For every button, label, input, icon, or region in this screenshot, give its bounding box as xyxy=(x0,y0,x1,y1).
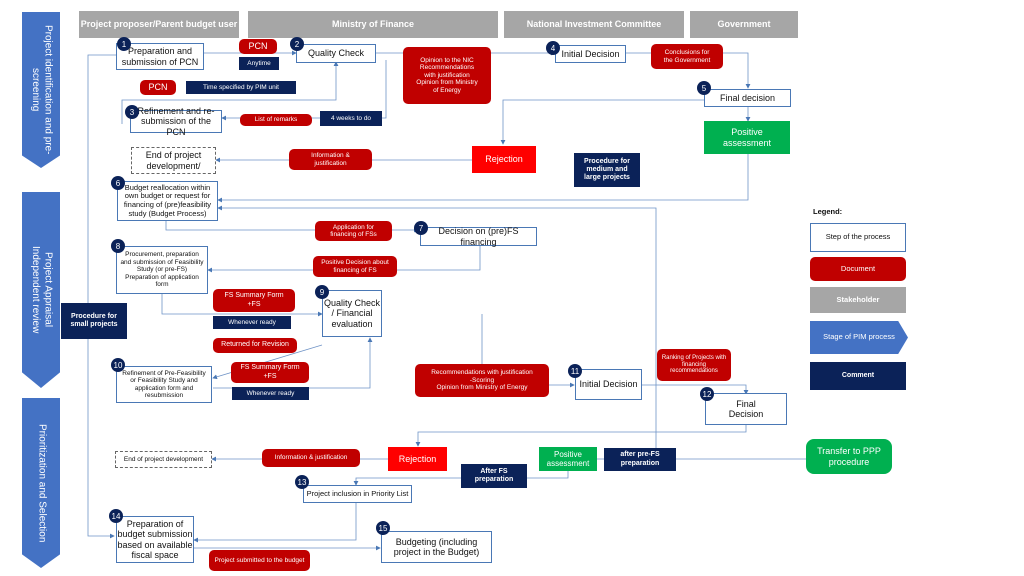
outcome-transfer-ppp: Transfer to PPP procedure xyxy=(806,439,892,474)
wire-prefs-6 xyxy=(217,205,657,459)
comment-after-pre-fs: after pre-FS preparation xyxy=(604,448,676,471)
step-14-box: Preparation of budget submission based o… xyxy=(116,516,194,563)
doc-information-justification-2: Information & justification xyxy=(262,449,360,467)
wire-small-path xyxy=(87,54,116,539)
step-14-number: 14 xyxy=(109,509,123,523)
doc-list-of-remarks: List of remarks xyxy=(240,114,312,126)
step-7-number: 7 xyxy=(414,221,428,235)
step-12-box: Final Decision xyxy=(705,393,787,425)
step-5-box: Final decision xyxy=(704,89,791,107)
step-9-box: Quality Check / Financial evaluation xyxy=(322,290,382,337)
comment-after-fs: After FS preparation xyxy=(461,464,527,488)
step-4-number: 4 xyxy=(546,41,560,55)
wire-3-2 xyxy=(121,61,339,124)
stakeholder-ministry-of-finance: Ministry of Finance xyxy=(248,11,498,38)
stakeholder-national-investment-committee: National Investment Committee xyxy=(504,11,684,38)
wire-13-14 xyxy=(193,503,357,543)
step-8-number: 8 xyxy=(111,239,125,253)
comment-whenever-ready-2: Whenever ready xyxy=(232,387,309,400)
doc-pcn-2: PCN xyxy=(140,80,176,95)
stage-appraisal: Project Appraisal Independent review xyxy=(22,192,60,388)
step-5-number: 5 xyxy=(697,81,711,95)
doc-positive-decision: Positive Decision about financing of FS xyxy=(313,256,397,277)
legend-document: Document xyxy=(810,257,906,281)
doc-ranking: Ranking of Projects with financing recom… xyxy=(657,349,731,381)
step-4-box: Initial Decision xyxy=(555,45,626,63)
comment-medium-large-projects: Procedure for medium and large projects xyxy=(574,153,640,187)
comment-time-pim: Time specified by PIM unit xyxy=(186,81,296,94)
step-8-box: Procurement, preparation and submission … xyxy=(116,246,208,294)
legend-step: Step of the process xyxy=(810,223,906,252)
stage-prioritization: Prioritization and Selection xyxy=(22,398,60,568)
wire-12-positive xyxy=(415,425,747,447)
step-7-box: Decision on (pre)FS financing xyxy=(420,226,537,247)
end-of-project-1: End of project development/ xyxy=(131,147,216,174)
step-13-number: 13 xyxy=(295,475,309,489)
wire-7-8 xyxy=(207,245,481,273)
step-6-number: 6 xyxy=(111,176,125,190)
step-13-box: Project inclusion in Priority List xyxy=(303,485,412,503)
doc-returned-for-revision: Returned for Revision xyxy=(213,338,297,353)
doc-nic-opinion: Opinion to the NIC Recommendations with … xyxy=(403,47,491,104)
step-3-number: 3 xyxy=(125,105,139,119)
step-12-number: 12 xyxy=(700,387,714,401)
end-of-project-2: End of project development xyxy=(115,451,212,468)
step-6-box: Budget reallocation within own budget or… xyxy=(117,181,218,221)
wire-11-12 xyxy=(642,384,749,395)
step-11-box: Initial Decision xyxy=(575,369,642,400)
doc-application-financing: Application for financing of FSs xyxy=(315,221,392,241)
doc-pcn-1: PCN xyxy=(239,39,277,54)
doc-conclusions: Conclusions for the Government xyxy=(651,44,723,69)
comment-small-projects: Procedure for small projects xyxy=(61,303,127,339)
doc-fs-summary-2: FS Summary Form +FS xyxy=(231,362,309,383)
doc-recommendations: Recommendations with justification -Scor… xyxy=(415,364,549,397)
legend-stage: Stage of PIM process xyxy=(810,321,908,354)
stakeholder-proposer: Project proposer/Parent budget user xyxy=(79,11,239,38)
step-1-box: Preparation and submission of PCN xyxy=(116,43,204,70)
step-15-number: 15 xyxy=(376,521,390,535)
stage-identification: Project identification and pre-screening xyxy=(22,12,60,168)
outcome-rejection-2: Rejection xyxy=(388,447,447,471)
wire-5-rejection xyxy=(500,99,704,145)
step-2-box: Quality Check xyxy=(296,44,376,63)
wire-8-9 xyxy=(161,294,323,317)
step-10-number: 10 xyxy=(111,358,125,372)
comment-whenever-ready-1: Whenever ready xyxy=(213,316,291,329)
doc-project-submitted: Project submitted to the budget xyxy=(209,550,310,571)
doc-information-justification-1: Information & justification xyxy=(289,149,372,170)
stakeholder-government: Government xyxy=(690,11,798,38)
outcome-positive-assessment-1: Positive assessment xyxy=(704,121,790,154)
step-3-box: Refinement and re- submission of the PCN xyxy=(130,106,222,137)
legend-comment: Comment xyxy=(810,362,906,390)
comment-four-weeks: 4 weeks to do xyxy=(320,111,382,126)
step-1-number: 1 xyxy=(117,37,131,51)
doc-fs-summary-1: FS Summary Form +FS xyxy=(213,289,295,312)
legend-stakeholder: Stakeholder xyxy=(810,287,906,313)
step-9-number: 9 xyxy=(315,285,329,299)
outcome-rejection-1: Rejection xyxy=(472,146,536,173)
step-10-box: Refinement of Pre-Feasibility or Feasibi… xyxy=(116,366,212,403)
outcome-positive-assessment-2: Positive assessment xyxy=(539,447,597,471)
step-2-number: 2 xyxy=(290,37,304,51)
wire-positive-6 xyxy=(217,154,749,203)
step-15-box: Budgeting (including project in the Budg… xyxy=(381,531,492,563)
comment-anytime: Anytime xyxy=(239,57,279,70)
step-11-number: 11 xyxy=(568,364,582,378)
legend-title: Legend: xyxy=(813,207,843,216)
